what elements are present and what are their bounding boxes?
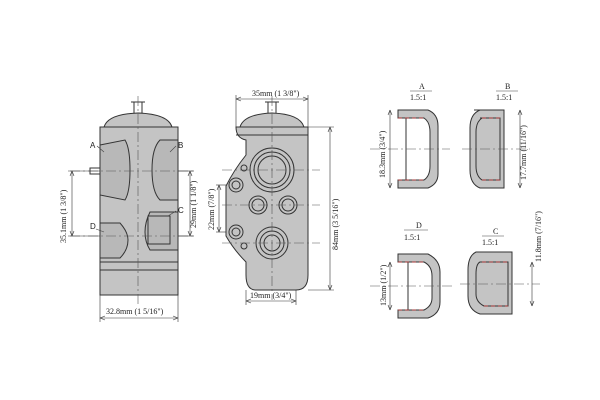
front-height-label: 84mm (3 5/16"): [331, 198, 340, 250]
side-port-a: [99, 139, 131, 201]
detail-a-dimension: 18.3mm (3/4"): [378, 130, 387, 178]
callout-c: C: [178, 206, 184, 215]
detail-b-dimension: 17.7mm (11/16"): [519, 125, 528, 180]
side-port-height-label: 29mm (1 1/8"): [189, 180, 198, 228]
detail-c-dimension: 11.8mm (7/16"): [534, 211, 543, 262]
svg-text:1.5:1: 1.5:1: [410, 93, 426, 102]
side-view: A B C D 35.1mm (1 3/8") 29mm (1 1/8") 32…: [59, 96, 198, 322]
detail-d: D 1.5:1 13mm (1/2"): [370, 221, 452, 319]
detail-b: B 1.5:1 17.7mm (11/16"): [462, 82, 530, 189]
svg-text:C: C: [493, 227, 498, 236]
detail-c: C 1.5:1 11.8mm (7/16"): [460, 211, 543, 315]
svg-text:A: A: [419, 82, 425, 91]
front-top-width-label: 35mm (1 3/8"): [252, 89, 300, 98]
front-bottom-width-label: 19mm (3/4"): [250, 291, 292, 300]
callout-a: A: [90, 141, 96, 150]
svg-text:1.5:1: 1.5:1: [404, 233, 420, 242]
side-port-b: [151, 139, 179, 201]
svg-text:D: D: [416, 221, 422, 230]
front-body: [225, 126, 309, 291]
callout-d: D: [90, 222, 96, 231]
svg-text:1.5:1: 1.5:1: [496, 93, 512, 102]
detail-d-dimension: 13mm (1/2"): [379, 264, 388, 306]
front-view: 35mm (1 3/8") 84mm (3 5/16") 22mm (7/8")…: [207, 89, 340, 305]
svg-text:B: B: [505, 82, 510, 91]
side-width-label: 32.8mm (1 5/16"): [106, 307, 164, 316]
svg-text:1.5:1: 1.5:1: [482, 238, 498, 247]
detail-a: A 1.5:1 18.3mm (3/4"): [370, 82, 450, 189]
callout-b: B: [178, 141, 183, 150]
front-left-label: 22mm (7/8"): [207, 188, 216, 230]
side-height-label: 35.1mm (1 3/8"): [59, 189, 68, 243]
side-port-d: [99, 222, 129, 259]
